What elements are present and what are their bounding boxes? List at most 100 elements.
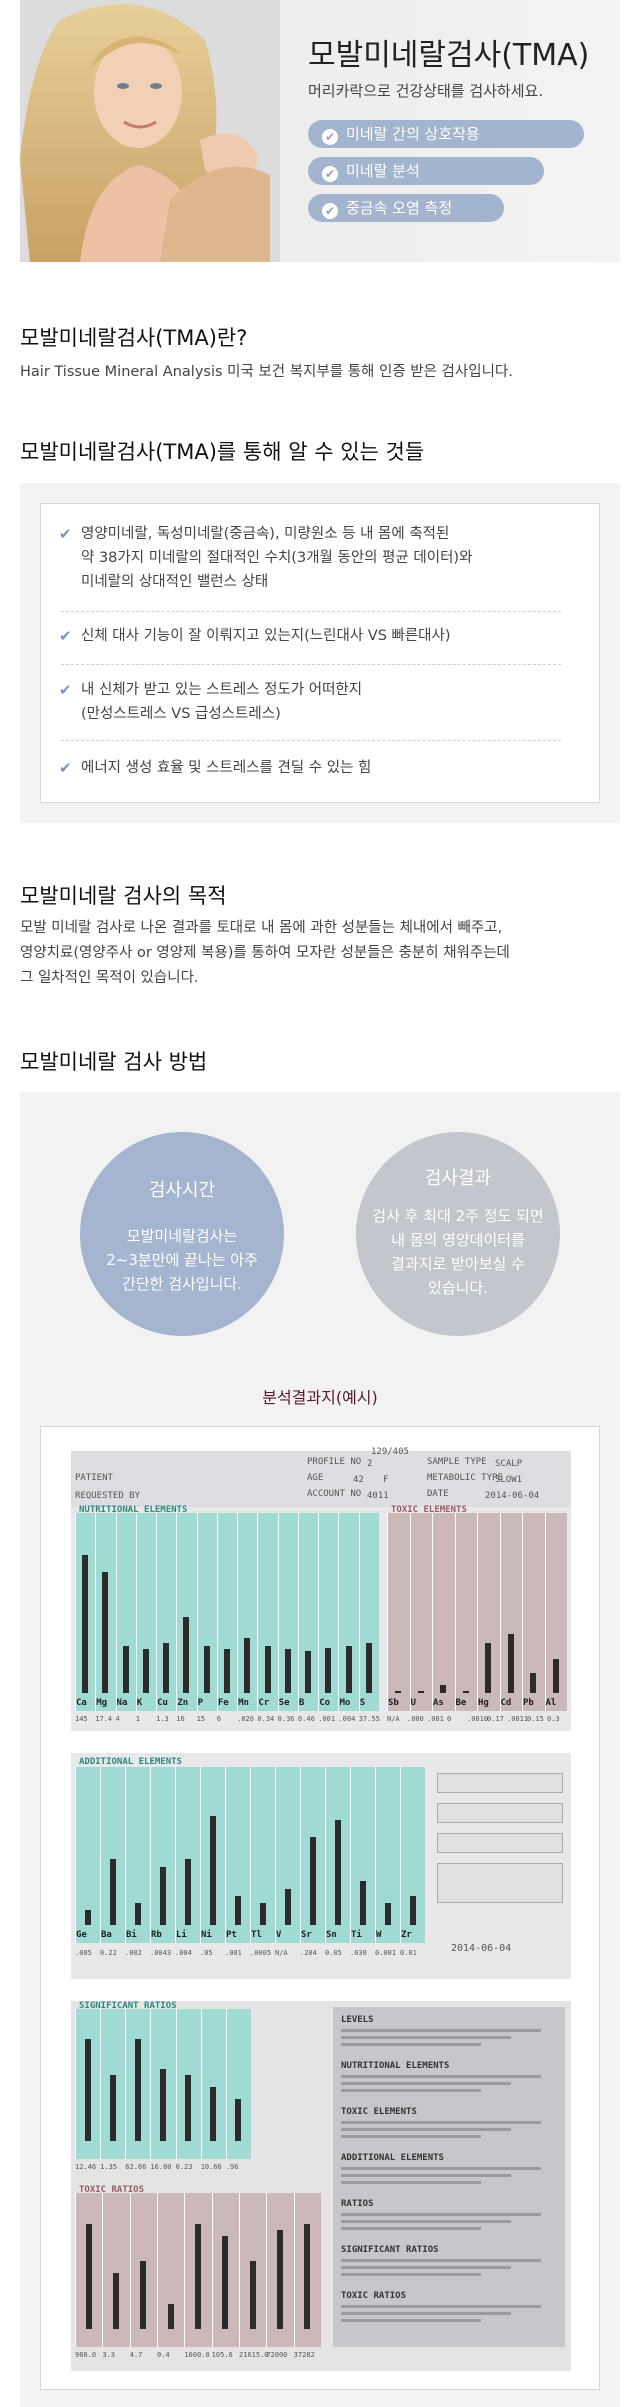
significant-ratio-bar (185, 2075, 192, 2141)
toxic-symbol: As (433, 1698, 444, 1708)
legend-header: SIGNIFICANT RATIOS (341, 2245, 439, 2255)
significant-ratio-bar (109, 2075, 116, 2141)
learn-item-1: ✔ 영양미네랄, 독성미네랄(중금속), 미량원소 등 내 몸에 축적된 약 3… (59, 522, 559, 594)
toxic-bar (485, 1642, 492, 1693)
nutritional-column (358, 1513, 360, 1711)
header-field: PATIENT (75, 1473, 113, 1483)
circle-test-result-line: 내 몸의 영양데이터를 (391, 1231, 525, 1249)
additional-column (75, 1767, 76, 1943)
toxic-title: TOXIC ELEMENTS (391, 1505, 467, 1515)
toxic-value: .0011 (507, 1715, 529, 1723)
additional-bar (184, 1859, 191, 1925)
additional-column (350, 1767, 351, 1943)
nutritional-symbol: Cr (258, 1698, 270, 1708)
toxic-ratios-title: TOXIC RATIOS (79, 2185, 145, 2195)
legend-text-line (341, 2036, 511, 2039)
toxic-ratio-column (102, 2193, 104, 2347)
nutritional-symbol: Se (278, 1698, 290, 1708)
header-value: F (383, 1475, 389, 1485)
circle-test-result-line: 결과지로 받아보실 수 (391, 1255, 525, 1273)
purpose-line-1: 모발 미네랄 검사로 나온 결과를 토대로 내 몸에 과한 성분들는 체내에서 … (20, 920, 503, 936)
toxic-column (454, 1513, 456, 1711)
additional-symbol: Ti (351, 1930, 362, 1940)
learn-title: 모발미네랄검사(TMA)를 통해 알 수 있는 것들 (20, 440, 425, 464)
additional-bar (309, 1837, 316, 1925)
additional-column (275, 1767, 276, 1943)
learn-item-4: ✔ 에너지 생성 효율 및 스트레스를 견딜 수 있는 힘 (59, 756, 559, 780)
toxic-ratio-bar (249, 2260, 256, 2329)
header-field: DATE (427, 1489, 449, 1499)
legend-header: ADDITIONAL ELEMENTS (341, 2153, 444, 2163)
nutritional-column (176, 1513, 178, 1711)
circle-test-result: 검사결과 검사 후 최대 2주 정도 되면 내 몸의 영양데이터를 결과지로 받… (356, 1132, 560, 1336)
nutritional-column (338, 1513, 340, 1711)
additional-value: .030 (350, 1949, 367, 1957)
significant-ratio-column (225, 2009, 227, 2159)
nutritional-value: 0.46 (297, 1715, 315, 1723)
additional-value: .005 (75, 1949, 92, 1957)
nutritional-value: 1.3 (156, 1715, 169, 1723)
additional-value: .004 (175, 1949, 192, 1957)
toxic-value: .0010 (467, 1715, 489, 1723)
additional-column (300, 1767, 301, 1943)
significant-ratio-value: 10.66 (200, 2163, 222, 2171)
significant-ratio-value: .96 (225, 2163, 239, 2171)
result-sheet-box: PATIENT REQUESTED BY PROFILE NO AGE ACCO… (40, 1426, 600, 2390)
nutritional-bar (102, 1572, 109, 1693)
toxic-column (544, 1513, 546, 1711)
legend-text-line (341, 2082, 511, 2085)
additional-value: .05 (200, 1949, 213, 1957)
additional-symbol: Ni (201, 1930, 212, 1940)
header-field: ACCOUNT NO (307, 1489, 362, 1499)
nutritional-bar (365, 1642, 372, 1693)
significant-ratio-bar (160, 2069, 166, 2141)
circle-test-result-line: 검사 후 최대 2주 정도 되면 (372, 1207, 544, 1225)
toxic-ratio-column (211, 2193, 213, 2347)
nutritional-column (75, 1513, 76, 1711)
additional-value: 0.01 (400, 1949, 417, 1957)
nutritional-bar (163, 1642, 170, 1693)
additional-bar (384, 1903, 391, 1925)
toxic-ratios-chart: TOXIC RATIOS (75, 2185, 321, 2347)
purpose-title: 모발미네랄 검사의 목적 (20, 884, 227, 908)
additional-symbol: V (276, 1930, 282, 1940)
toxic-value: 0.3 (547, 1715, 560, 1723)
additional-bar (134, 1903, 141, 1925)
feature-pill-interaction: ✔미네랄 간의 상호작용 (308, 120, 584, 148)
additional-column (250, 1767, 251, 1943)
divider (61, 611, 561, 612)
nutritional-bar (264, 1645, 271, 1693)
toxic-ratio-value: 3.3 (102, 2351, 115, 2359)
nutritional-bar (122, 1645, 129, 1693)
toxic-ratio-column (129, 2193, 131, 2347)
purpose-text: 모발 미네랄 검사로 나온 결과를 토대로 내 몸에 과한 성분들는 체내에서 … (20, 916, 620, 991)
learn-item-4-line-1: 에너지 생성 효율 및 스트레스를 견딜 수 있는 힘 (81, 760, 372, 776)
nutritional-bar (82, 1555, 89, 1693)
legend-text-line (341, 2273, 481, 2276)
nutritional-value: 4 (115, 1715, 120, 1723)
woman-photo (20, 0, 280, 262)
nutritional-value: .001 (318, 1715, 336, 1723)
legend-text-line (341, 2227, 481, 2230)
significant-ratio-column (200, 2009, 202, 2159)
legend-text-line (341, 2220, 511, 2223)
legend-text-line (341, 2305, 541, 2308)
additional-column (200, 1767, 201, 1943)
circle-test-time-line: 2~3분만에 끝나는 아주 (106, 1251, 258, 1269)
additional-symbol: Zr (401, 1930, 412, 1940)
nutritional-column (135, 1513, 137, 1711)
additional-value: 0.001 (375, 1949, 397, 1957)
header-field: AGE (307, 1473, 324, 1483)
significant-ratio-value: 62.66 (125, 2163, 147, 2171)
nutritional-bar (284, 1649, 291, 1693)
hero-title: 모발미네랄검사(TMA) (308, 38, 590, 73)
method-title: 모발미네랄 검사 방법 (20, 1050, 208, 1074)
nutritional-column (277, 1513, 279, 1711)
nutritional-value: 0.34 (257, 1715, 275, 1723)
toxic-symbol: Pb (523, 1698, 534, 1708)
nutritional-column (156, 1513, 158, 1711)
nutritional-column (318, 1513, 320, 1711)
